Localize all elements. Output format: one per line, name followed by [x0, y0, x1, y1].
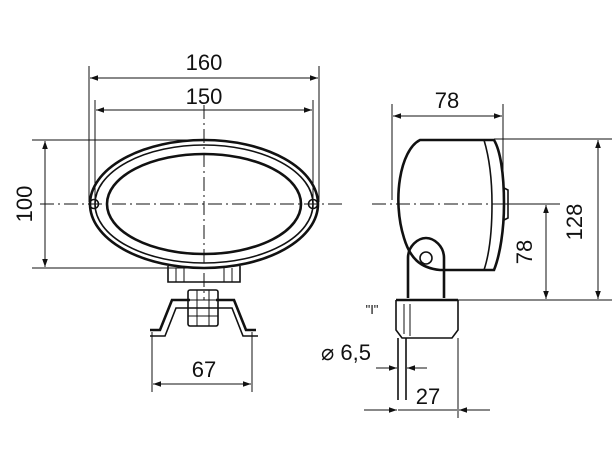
pivot-hole	[419, 251, 433, 265]
dim-label-67: 67	[192, 357, 216, 382]
dim-front-lens-width: 150	[94, 84, 314, 200]
dim-side-pivot-height: 78	[504, 203, 560, 299]
lamp-rim	[94, 144, 314, 264]
dim-label-78-pivot: 78	[512, 240, 537, 264]
detail-marker: "I"	[366, 302, 379, 317]
front-view	[40, 105, 345, 337]
left-screw	[88, 198, 100, 210]
mounting-bracket	[150, 298, 256, 332]
dim-front-overall-width: 160	[88, 50, 320, 202]
dim-mount-hole-diameter: ⌀ 6,5	[321, 340, 427, 371]
dim-front-height: 100	[12, 139, 205, 269]
dim-label-160: 160	[186, 50, 223, 75]
dim-label-150: 150	[186, 84, 223, 109]
dim-mount-base-width: 27	[364, 338, 490, 418]
dim-side-depth: 78	[391, 88, 504, 200]
side-rear-cap	[483, 139, 493, 271]
dim-side-overall-height: 128	[458, 138, 612, 301]
side-pivot-bracket	[406, 236, 446, 298]
side-view	[372, 138, 520, 400]
side-mount-bolt	[397, 338, 407, 400]
dim-label-78-depth: 78	[435, 88, 459, 113]
dim-label-128: 128	[562, 204, 587, 241]
side-mount-foot	[395, 300, 459, 339]
dim-bracket-hole-spacing: 67	[151, 332, 253, 392]
mount-base	[167, 266, 241, 283]
dim-label-diameter: ⌀ 6,5	[321, 340, 371, 365]
lamp-lens	[105, 152, 303, 256]
dim-label-27: 27	[416, 384, 440, 409]
dim-label-100: 100	[12, 186, 37, 223]
